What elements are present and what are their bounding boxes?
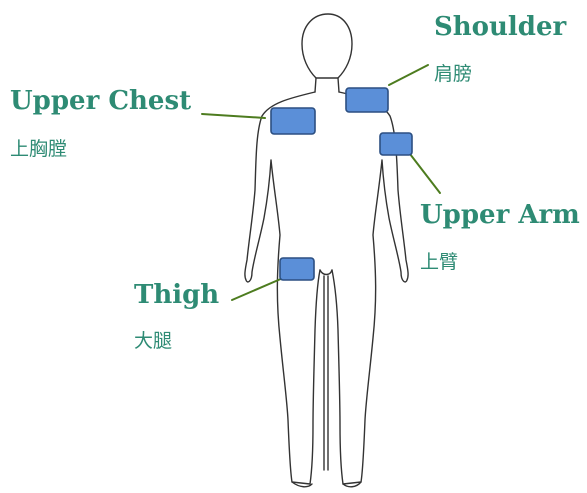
upper-chest-label: Upper Chest bbox=[10, 88, 191, 114]
head-outline bbox=[302, 14, 352, 78]
thigh-label: Thigh bbox=[134, 282, 219, 308]
shoulder-leader-line bbox=[389, 65, 428, 85]
crotch-outline bbox=[320, 270, 332, 275]
shoulder-label-zh: 肩膀 bbox=[434, 65, 472, 84]
upper-arm-patch bbox=[380, 133, 412, 155]
thigh-patch bbox=[280, 258, 314, 280]
upper-chest-leader-line bbox=[202, 114, 265, 118]
shoulder-patch bbox=[346, 88, 388, 112]
upper-arm-label-zh: 上臂 bbox=[420, 253, 458, 272]
upper-chest-patch bbox=[271, 108, 315, 134]
neck-left-outline bbox=[315, 78, 316, 92]
upper-arm-leader-line bbox=[410, 154, 440, 193]
body-left-outline bbox=[245, 92, 320, 484]
shoulder-label: Shoulder bbox=[434, 14, 566, 40]
upper-chest-label-zh: 上胸膛 bbox=[10, 140, 67, 159]
thigh-label-zh: 大腿 bbox=[134, 332, 172, 351]
thigh-leader-line bbox=[232, 278, 283, 300]
neck-right-outline bbox=[338, 78, 339, 92]
upper-arm-label: Upper Arm bbox=[420, 202, 580, 228]
